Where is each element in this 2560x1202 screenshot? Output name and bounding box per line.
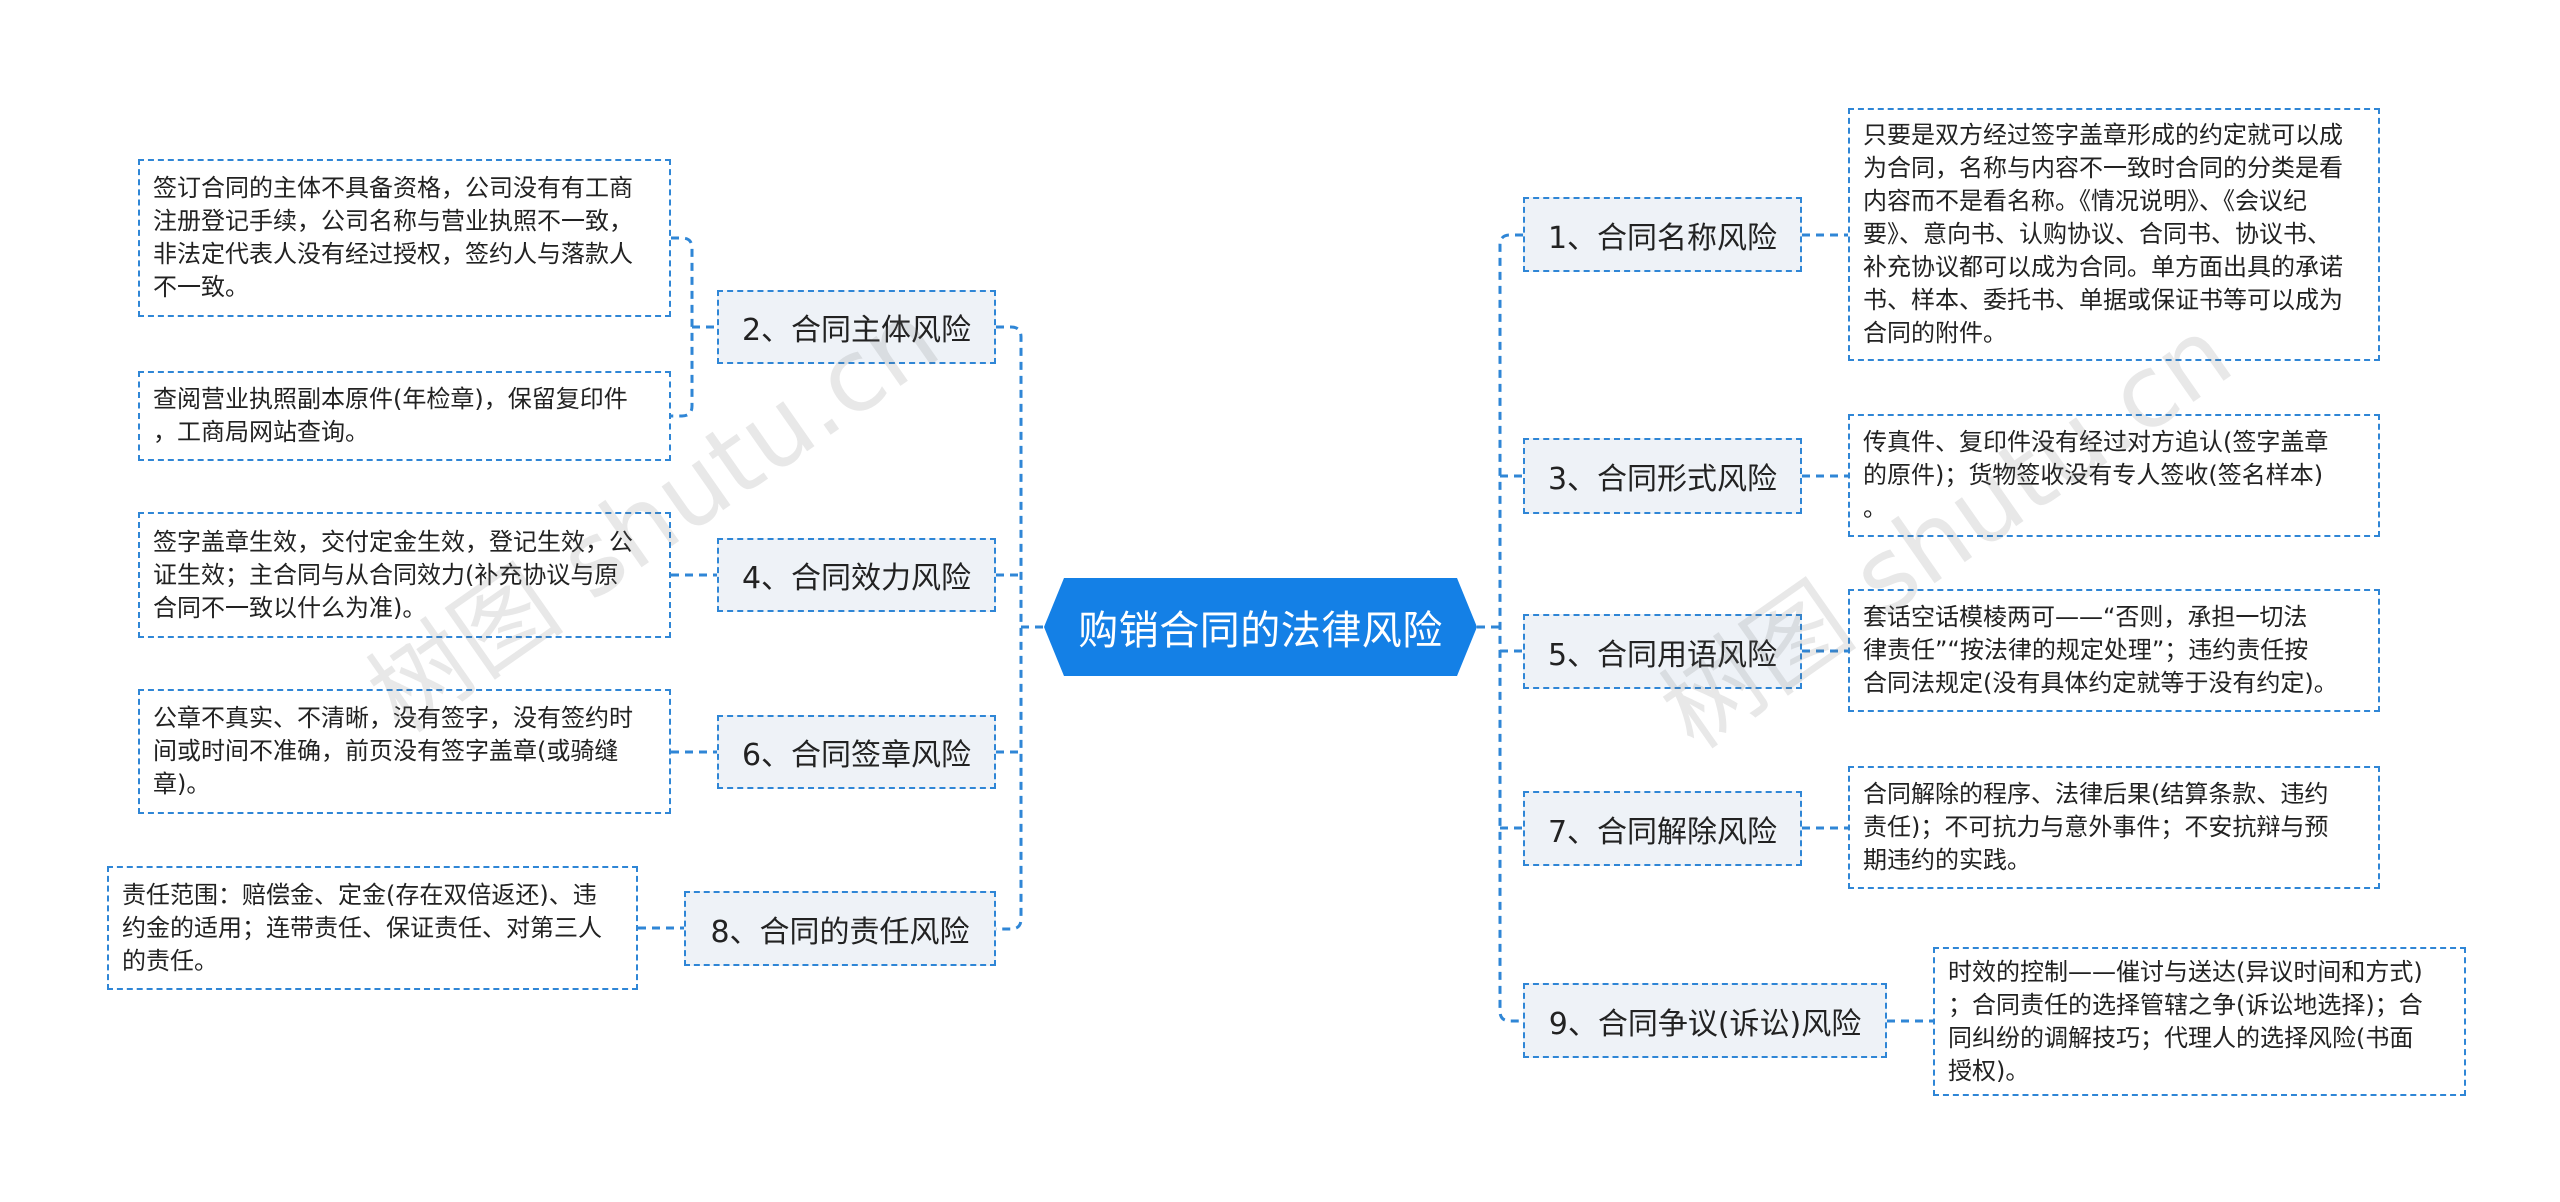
note-name: 只要是双方经过签字盖章形成的约定就可以成 为合同，名称与内容不一致时合同的分类是… xyxy=(1848,108,2380,361)
note-text: 传真件、复印件没有经过对方追认(签字盖章 的原件)；货物签收没有专人签收(签名样… xyxy=(1863,428,2329,522)
topic-label: 6、合同签章风险 xyxy=(741,738,972,773)
topic-contract-seal-risk: 6、合同签章风险 xyxy=(717,715,996,789)
note-termination: 合同解除的程序、法律后果(结算条款、违约 责任)；不可抗力与意外事件；不安抗辩与… xyxy=(1848,766,2380,889)
note-text: 签订合同的主体不具备资格，公司没有有工商 注册登记手续，公司名称与营业执照不一致… xyxy=(153,174,633,301)
topic-contract-validity-risk: 4、合同效力风险 xyxy=(717,538,996,612)
topic-label: 2、合同主体风险 xyxy=(741,313,972,348)
note-text: 查阅营业执照副本原件(年检章)，保留复印件 ，工商局网站查询。 xyxy=(153,385,628,446)
topic-contract-dispute-risk: 9、合同争议(诉讼)风险 xyxy=(1523,983,1887,1058)
topic-label: 8、合同的责任风险 xyxy=(710,914,970,950)
note-validity: 签字盖章生效，交付定金生效，登记生效，公 证生效；主合同与从合同效力(补充协议与… xyxy=(138,512,671,638)
note-text: 套话空话模棱两可——“否则，承担一切法 律责任”“按法律的规定处理”；违约责任按… xyxy=(1863,603,2338,697)
note-subject-qualification: 签订合同的主体不具备资格，公司没有有工商 注册登记手续，公司名称与营业执照不一致… xyxy=(138,159,671,317)
topic-label: 3、合同形式风险 xyxy=(1547,462,1778,497)
topic-label: 9、合同争议(诉讼)风险 xyxy=(1548,1006,1862,1042)
topic-contract-liability-risk: 8、合同的责任风险 xyxy=(684,891,996,966)
left-trunk-line xyxy=(996,325,1023,931)
topic-contract-subject-risk: 2、合同主体风险 xyxy=(717,290,996,364)
topic-label: 4、合同效力风险 xyxy=(741,561,972,596)
root-topic: 购销合同的法律风险 xyxy=(1044,578,1477,676)
note-seal: 公章不真实、不清晰，没有签字，没有签约时 间或时间不准确，前页没有签字盖章(或骑… xyxy=(138,689,671,814)
topic-contract-form-risk: 3、合同形式风险 xyxy=(1523,438,1802,514)
note-text: 合同解除的程序、法律后果(结算条款、违约 责任)；不可抗力与意外事件；不安抗辩与… xyxy=(1863,780,2329,874)
note-text: 公章不真实、不清晰，没有签字，没有签约时 间或时间不准确，前页没有签字盖章(或骑… xyxy=(153,704,633,798)
note-text: 签字盖章生效，交付定金生效，登记生效，公 证生效；主合同与从合同效力(补充协议与… xyxy=(153,527,633,622)
topic-contract-wording-risk: 5、合同用语风险 xyxy=(1523,614,1802,689)
note-subject-check: 查阅营业执照副本原件(年检章)，保留复印件 ，工商局网站查询。 xyxy=(138,371,671,461)
topic-label: 1、合同名称风险 xyxy=(1547,220,1778,256)
root-node-shape xyxy=(1044,578,1477,676)
topic-contract-termination-risk: 7、合同解除风险 xyxy=(1523,791,1802,866)
note-wording: 套话空话模棱两可——“否则，承担一切法 律责任”“按法律的规定处理”；违约责任按… xyxy=(1848,589,2380,712)
note-text: 只要是双方经过签字盖章形成的约定就可以成 为合同，名称与内容不一致时合同的分类是… xyxy=(1863,121,2343,347)
topic-label: 7、合同解除风险 xyxy=(1547,814,1778,850)
note-liability: 责任范围：赔偿金、定金(存在双倍返还)、违 约金的适用；连带责任、保证责任、对第… xyxy=(107,866,638,990)
note-dispute: 时效的控制——催讨与送达(异议时间和方式) ；合同责任的选择管辖之争(诉讼地选择… xyxy=(1933,947,2466,1096)
note-form: 传真件、复印件没有经过对方追认(签字盖章 的原件)；货物签收没有专人签收(签名样… xyxy=(1848,414,2380,537)
topic-label: 5、合同用语风险 xyxy=(1547,637,1778,673)
leaf-line-2 xyxy=(671,236,694,418)
root-topic-label: 购销合同的法律风险 xyxy=(1078,608,1443,654)
note-text: 时效的控制——催讨与送达(异议时间和方式) ；合同责任的选择管辖之争(诉讼地选择… xyxy=(1948,957,2423,1085)
note-text: 责任范围：赔偿金、定金(存在双倍返还)、违 约金的适用；连带责任、保证责任、对第… xyxy=(122,880,602,975)
topic-contract-name-risk: 1、合同名称风险 xyxy=(1523,197,1802,272)
right-trunk-line xyxy=(1498,233,1523,1023)
